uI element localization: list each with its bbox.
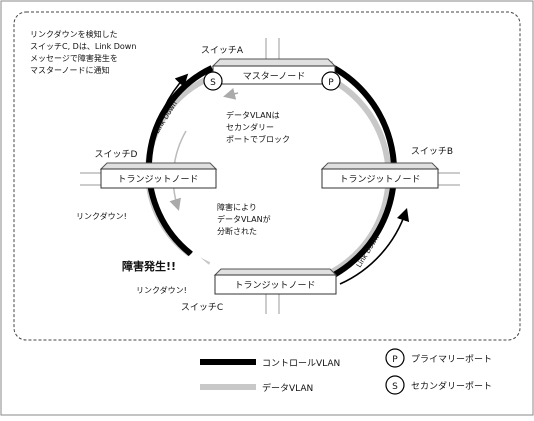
notify-note-line-1: リンクダウンを検知した [30, 29, 118, 39]
legend-data-vlan-label: データVLAN [262, 382, 313, 394]
link-down-d-label: リンクダウン! [76, 211, 127, 221]
legend-primary-label: プライマリーポート [411, 354, 492, 365]
network-boundary [13, 11, 521, 341]
data-flow-arrow-top [223, 87, 239, 100]
switch-d-top [99, 162, 218, 170]
switch-b-role: トランジットノード [339, 174, 420, 185]
cut-note-line-1: 障害により [217, 202, 257, 212]
fault-label: 障害発生!! [122, 259, 176, 273]
secondary-block-note-line-2: セカンダリー [226, 122, 274, 132]
switch-b-top [320, 162, 440, 170]
legend-primary-marker [385, 348, 405, 368]
link-down-arrow-left [152, 73, 189, 148]
switch-c-top [213, 268, 338, 276]
switch-a-role: マスターノード [243, 71, 305, 82]
cut-note-line-3: 分断された [217, 226, 257, 236]
legend-secondary-marker [385, 375, 405, 395]
secondary-port-marker [203, 71, 223, 91]
primary-port-marker [321, 71, 341, 91]
external-links [80, 38, 460, 314]
switch-b-box [321, 168, 439, 189]
legend-control-vlan-label: コントロールVLAN [262, 359, 340, 369]
cut-note-line-2: データVLANが [217, 214, 271, 224]
switch-a-top [211, 58, 337, 67]
legend: コントロールVLAN データVLAN P プライマリーポート S セカンダリーポ… [200, 348, 492, 395]
legend-primary-letter: P [392, 355, 398, 365]
link-down-arrow-right [339, 207, 410, 285]
secondary-block-note-line-1: データVLANは [226, 110, 280, 120]
switch-a-name: スイッチA [201, 45, 244, 56]
secondary-port-letter: S [210, 78, 216, 88]
legend-secondary-letter: S [392, 382, 398, 392]
notify-note-line-4: マスターノードに通知 [30, 65, 110, 75]
switch-c-box [214, 274, 337, 295]
switch-c-name: スイッチC [181, 302, 223, 313]
switch-d-role: トランジットノード [117, 174, 198, 185]
switch-c-role: トランジットノード [234, 280, 315, 291]
link-down-c-label: リンクダウン! [136, 285, 187, 295]
secondary-block-note-line-3: ポートでブロック [226, 134, 290, 144]
switch-d-box [100, 168, 217, 189]
switch-b-name: スイッチB [411, 146, 453, 157]
notify-note-line-2: スイッチC, Dは、Link Down [30, 42, 136, 51]
primary-port-letter: P [328, 78, 334, 88]
legend-secondary-label: セカンダリーポート [411, 380, 492, 392]
switch-d-name: スイッチD [95, 149, 138, 160]
notify-note-line-3: メッセージで障害発生を [30, 53, 118, 63]
